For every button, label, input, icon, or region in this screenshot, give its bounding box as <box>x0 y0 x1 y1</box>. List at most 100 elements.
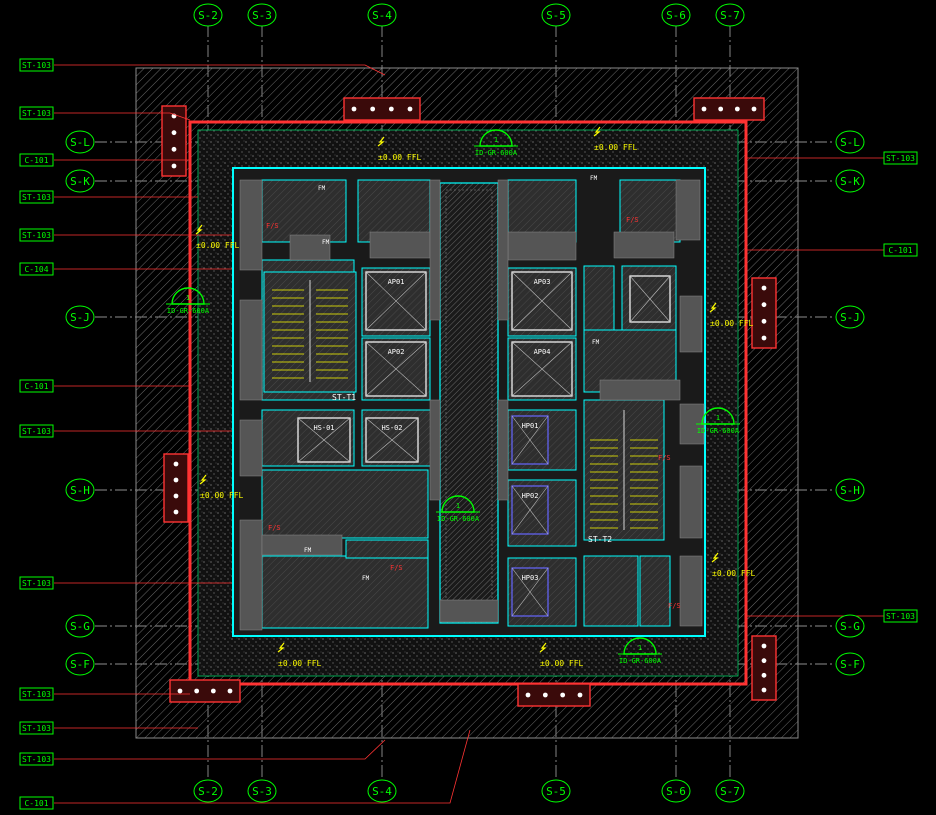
grid-bubble-right-s-f: S-F <box>835 652 865 676</box>
column <box>239 299 263 401</box>
grid-bubble-top-s-4: S-4 <box>367 3 397 27</box>
structural-columns <box>239 179 705 631</box>
svg-text:S-K: S-K <box>70 175 90 188</box>
svg-text:±0.00 FFL: ±0.00 FFL <box>200 491 244 500</box>
facade-panel <box>163 453 189 523</box>
callout-tags-left: ST-103ST-103C-101ST-103ST-103C-104C-101S… <box>19 58 471 810</box>
callout-tag-right-c-101: C-101 <box>746 243 918 257</box>
svg-text:S-2: S-2 <box>198 9 218 22</box>
svg-text:S-3: S-3 <box>252 9 272 22</box>
column <box>439 599 499 623</box>
column <box>679 295 703 353</box>
svg-text:C-101: C-101 <box>888 246 912 255</box>
core-room <box>507 409 577 471</box>
shaft-hs01-label: HS-01 <box>313 424 334 432</box>
grid-bubble-left-s-h: S-H <box>65 478 95 502</box>
svg-text:C-101: C-101 <box>24 799 48 808</box>
ffl-marker: ±0.00 FFL <box>195 224 240 250</box>
central-corridor <box>439 182 499 624</box>
grid-bubble-bottom-s-4: S-4 <box>367 779 397 803</box>
svg-text:±0.00 FFL: ±0.00 FFL <box>594 143 638 152</box>
svg-text:ID-GR-600A: ID-GR-600A <box>475 149 518 157</box>
callout-tag-right-st-103: ST-103 <box>746 151 918 165</box>
svg-text:C-101: C-101 <box>24 382 48 391</box>
svg-text:S-L: S-L <box>840 136 860 149</box>
shaft-hs02: HS-02 <box>365 417 419 463</box>
callout-tag-st-103: ST-103 <box>19 228 232 242</box>
svg-text:ST-103: ST-103 <box>22 193 51 202</box>
facade-elements <box>161 97 777 707</box>
fire-shutter-code: F/S <box>390 564 403 572</box>
grid-bubble-left-s-f: S-F <box>65 652 95 676</box>
svg-text:ST-103: ST-103 <box>22 755 51 764</box>
svg-text:S-L: S-L <box>70 136 90 149</box>
svg-text:S-6: S-6 <box>666 785 686 798</box>
column <box>239 179 263 271</box>
stair-st-t1 <box>263 271 357 393</box>
callout-tag-c-101: C-101 <box>19 379 190 393</box>
callout-tag-st-103: ST-103 <box>19 687 190 701</box>
shaft-ap02: AP02 <box>365 341 427 397</box>
core-room <box>583 265 615 331</box>
svg-text:S-H: S-H <box>70 484 90 497</box>
shaft-hs01: HS-01 <box>297 417 351 463</box>
grid-bubble-bottom-s-5: S-5 <box>541 779 571 803</box>
svg-text:S-F: S-F <box>840 658 860 671</box>
door-code: FM <box>592 339 600 346</box>
svg-text:1: 1 <box>638 644 642 652</box>
ffl-marker: ±0.00 FFL <box>709 302 754 328</box>
svg-text:C-104: C-104 <box>24 265 48 274</box>
core-room <box>507 479 577 547</box>
svg-text:ST-103: ST-103 <box>886 154 915 163</box>
core-room <box>261 555 429 629</box>
section-marker-s4: 1ID-GR-600A <box>436 495 480 523</box>
fire-shutter-code: F/S <box>268 524 281 532</box>
svg-text:±0.00 FFL: ±0.00 FFL <box>278 659 322 668</box>
column <box>369 231 431 259</box>
facade-panel <box>517 683 591 707</box>
door-code: FM <box>304 547 312 554</box>
svg-text:ST-103: ST-103 <box>22 579 51 588</box>
shaft-ap03-label: AP03 <box>534 278 551 286</box>
shaft-ap01: AP01 <box>365 271 427 331</box>
svg-text:ST-103: ST-103 <box>22 690 51 699</box>
ffl-marker: ±0.00 FFL <box>539 642 584 668</box>
shaft-ap02-label: AP02 <box>388 348 405 356</box>
stair-1-label: ST-T1 <box>332 393 356 402</box>
ffl-marker: ±0.00 FFL <box>711 552 756 578</box>
fire-shutter-code: F/S <box>658 454 671 462</box>
callout-tag-st-103: ST-103 <box>19 58 386 76</box>
column <box>599 379 681 401</box>
svg-text:ID-GR-600A: ID-GR-600A <box>437 515 480 523</box>
core-room <box>261 469 429 539</box>
svg-text:ST-103: ST-103 <box>22 109 51 118</box>
stair-st-t2 <box>583 399 665 541</box>
callout-tag-st-103: ST-103 <box>19 739 386 766</box>
section-markers: 1ID-GR-600A1ID-GR-600A1ID-GR-600A1ID-GR-… <box>166 129 740 665</box>
svg-text:±0.00 FFL: ±0.00 FFL <box>710 319 754 328</box>
column <box>679 465 703 539</box>
shaft-ap04-label: AP04 <box>534 348 551 356</box>
section-marker-s3: 1ID-GR-600A <box>696 407 740 435</box>
grid-bubble-bottom-s-7: S-7 <box>715 779 745 803</box>
svg-text:S-7: S-7 <box>720 9 740 22</box>
callout-tag-c-104: C-104 <box>19 262 232 276</box>
svg-text:S-4: S-4 <box>372 785 392 798</box>
svg-text:ST-103: ST-103 <box>22 61 51 70</box>
shaft-hp03-label: HP03 <box>522 574 539 582</box>
svg-text:±0.00 FFL: ±0.00 FFL <box>540 659 584 668</box>
section-marker-s5: 1ID-GR-600A <box>618 637 662 665</box>
svg-text:±0.00 FFL: ±0.00 FFL <box>196 241 240 250</box>
stair-2-label: ST-T2 <box>588 535 612 544</box>
door-code: FM <box>318 185 326 192</box>
callout-tag-st-103: ST-103 <box>19 721 198 735</box>
facade-panel <box>161 105 187 177</box>
core-room <box>507 557 577 627</box>
column <box>429 179 441 321</box>
fire-shutter-code: F/S <box>668 602 681 610</box>
svg-text:ST-103: ST-103 <box>22 231 51 240</box>
facade-panel <box>751 635 777 701</box>
svg-text:S-5: S-5 <box>546 9 566 22</box>
door-code: FM <box>590 175 598 182</box>
svg-text:S-H: S-H <box>840 484 860 497</box>
